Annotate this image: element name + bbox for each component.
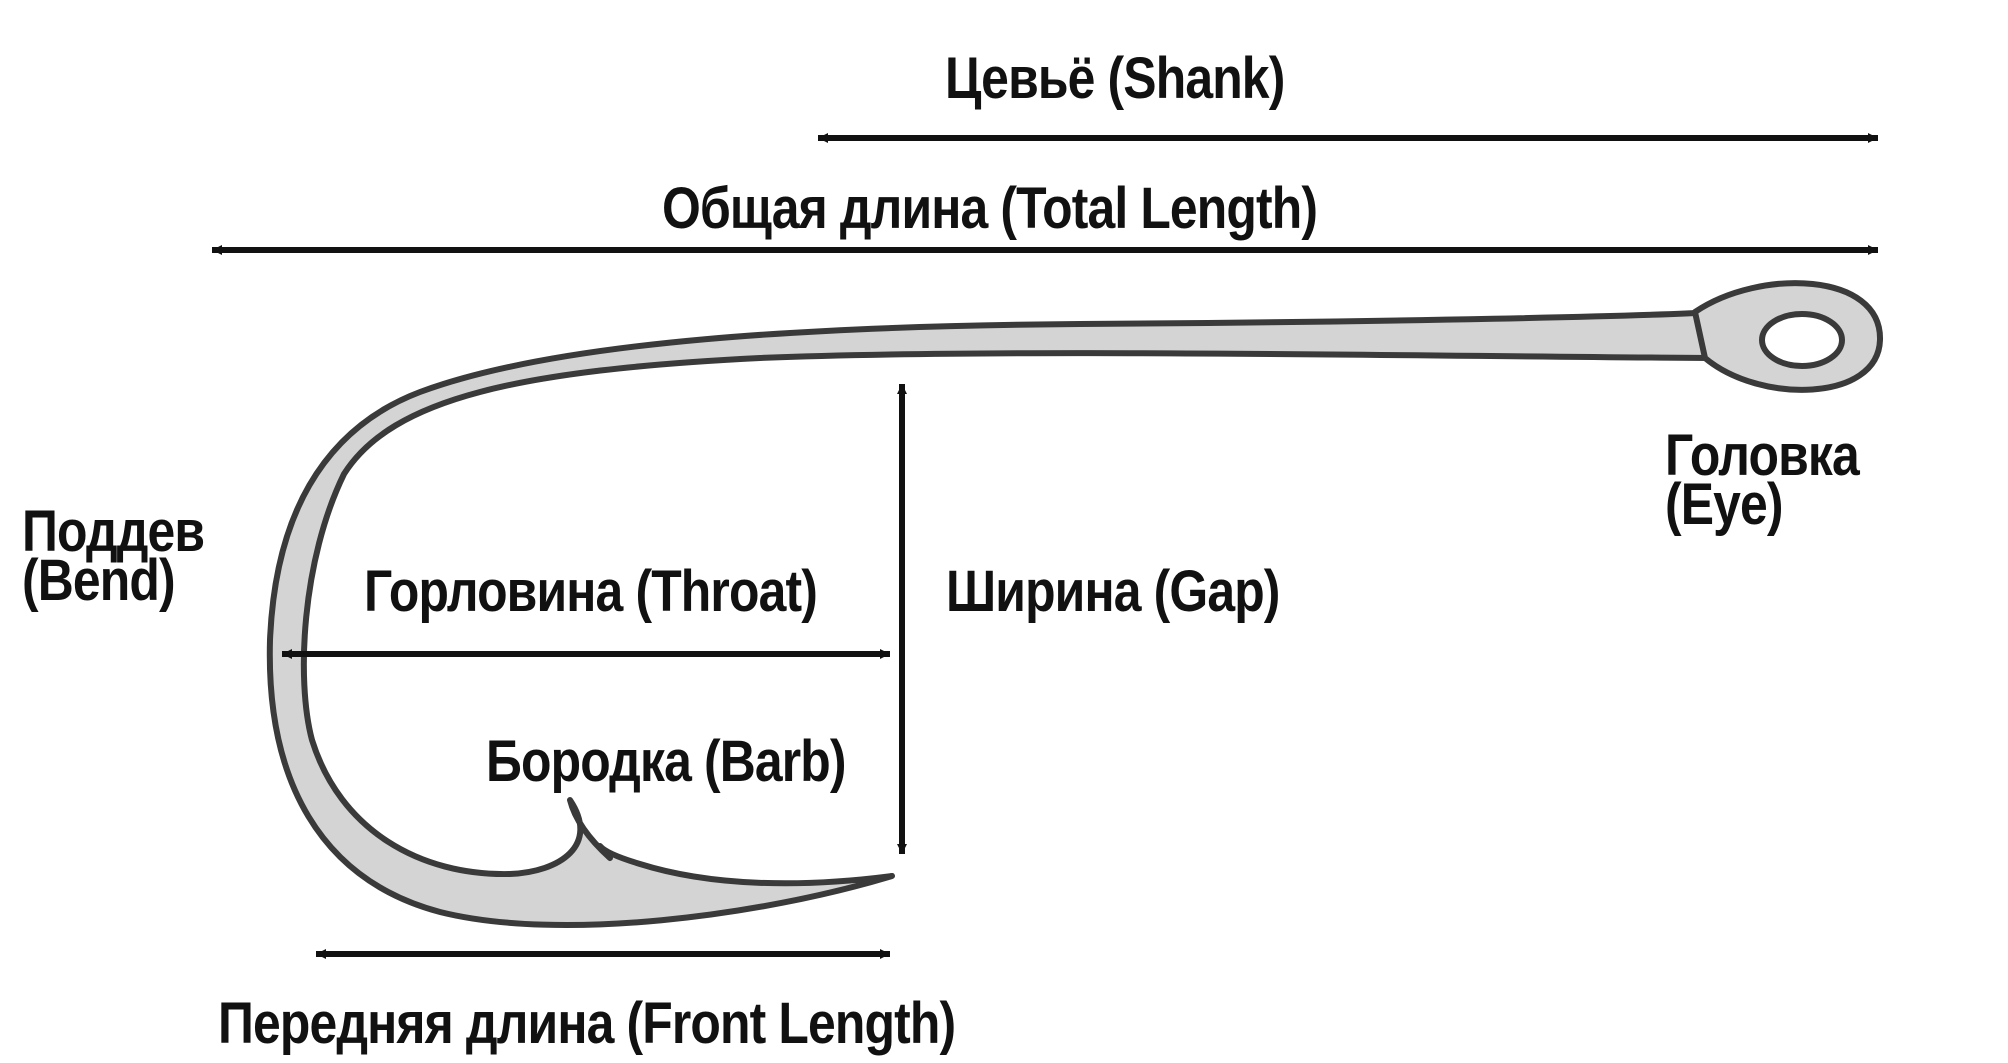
dimension-arrows <box>212 133 1878 959</box>
barb-label: Бородка (Barb) <box>486 729 847 794</box>
eye-label: Головка (Eye) <box>1665 423 1860 537</box>
bend-label-line2: (Bend) <box>22 547 176 613</box>
eye-label-line1: Головка <box>1665 423 1860 488</box>
hook-eye-hole <box>1759 311 1845 369</box>
front-length-label: Передняя длина (Front Length) <box>218 991 956 1056</box>
throat-label: Горловина (Throat) <box>364 559 818 624</box>
shank-label: Цевьё (Shank) <box>945 46 1285 111</box>
gap-label: Ширина (Gap) <box>946 559 1280 624</box>
bend-label: Поддев (Bend) <box>22 499 205 613</box>
bend-label-line1: Поддев <box>22 499 205 564</box>
total-length-label: Общая длина (Total Length) <box>662 176 1318 241</box>
eye-label-line2: (Eye) <box>1665 471 1784 537</box>
hook-shape <box>266 309 1719 928</box>
hook <box>266 280 1884 928</box>
